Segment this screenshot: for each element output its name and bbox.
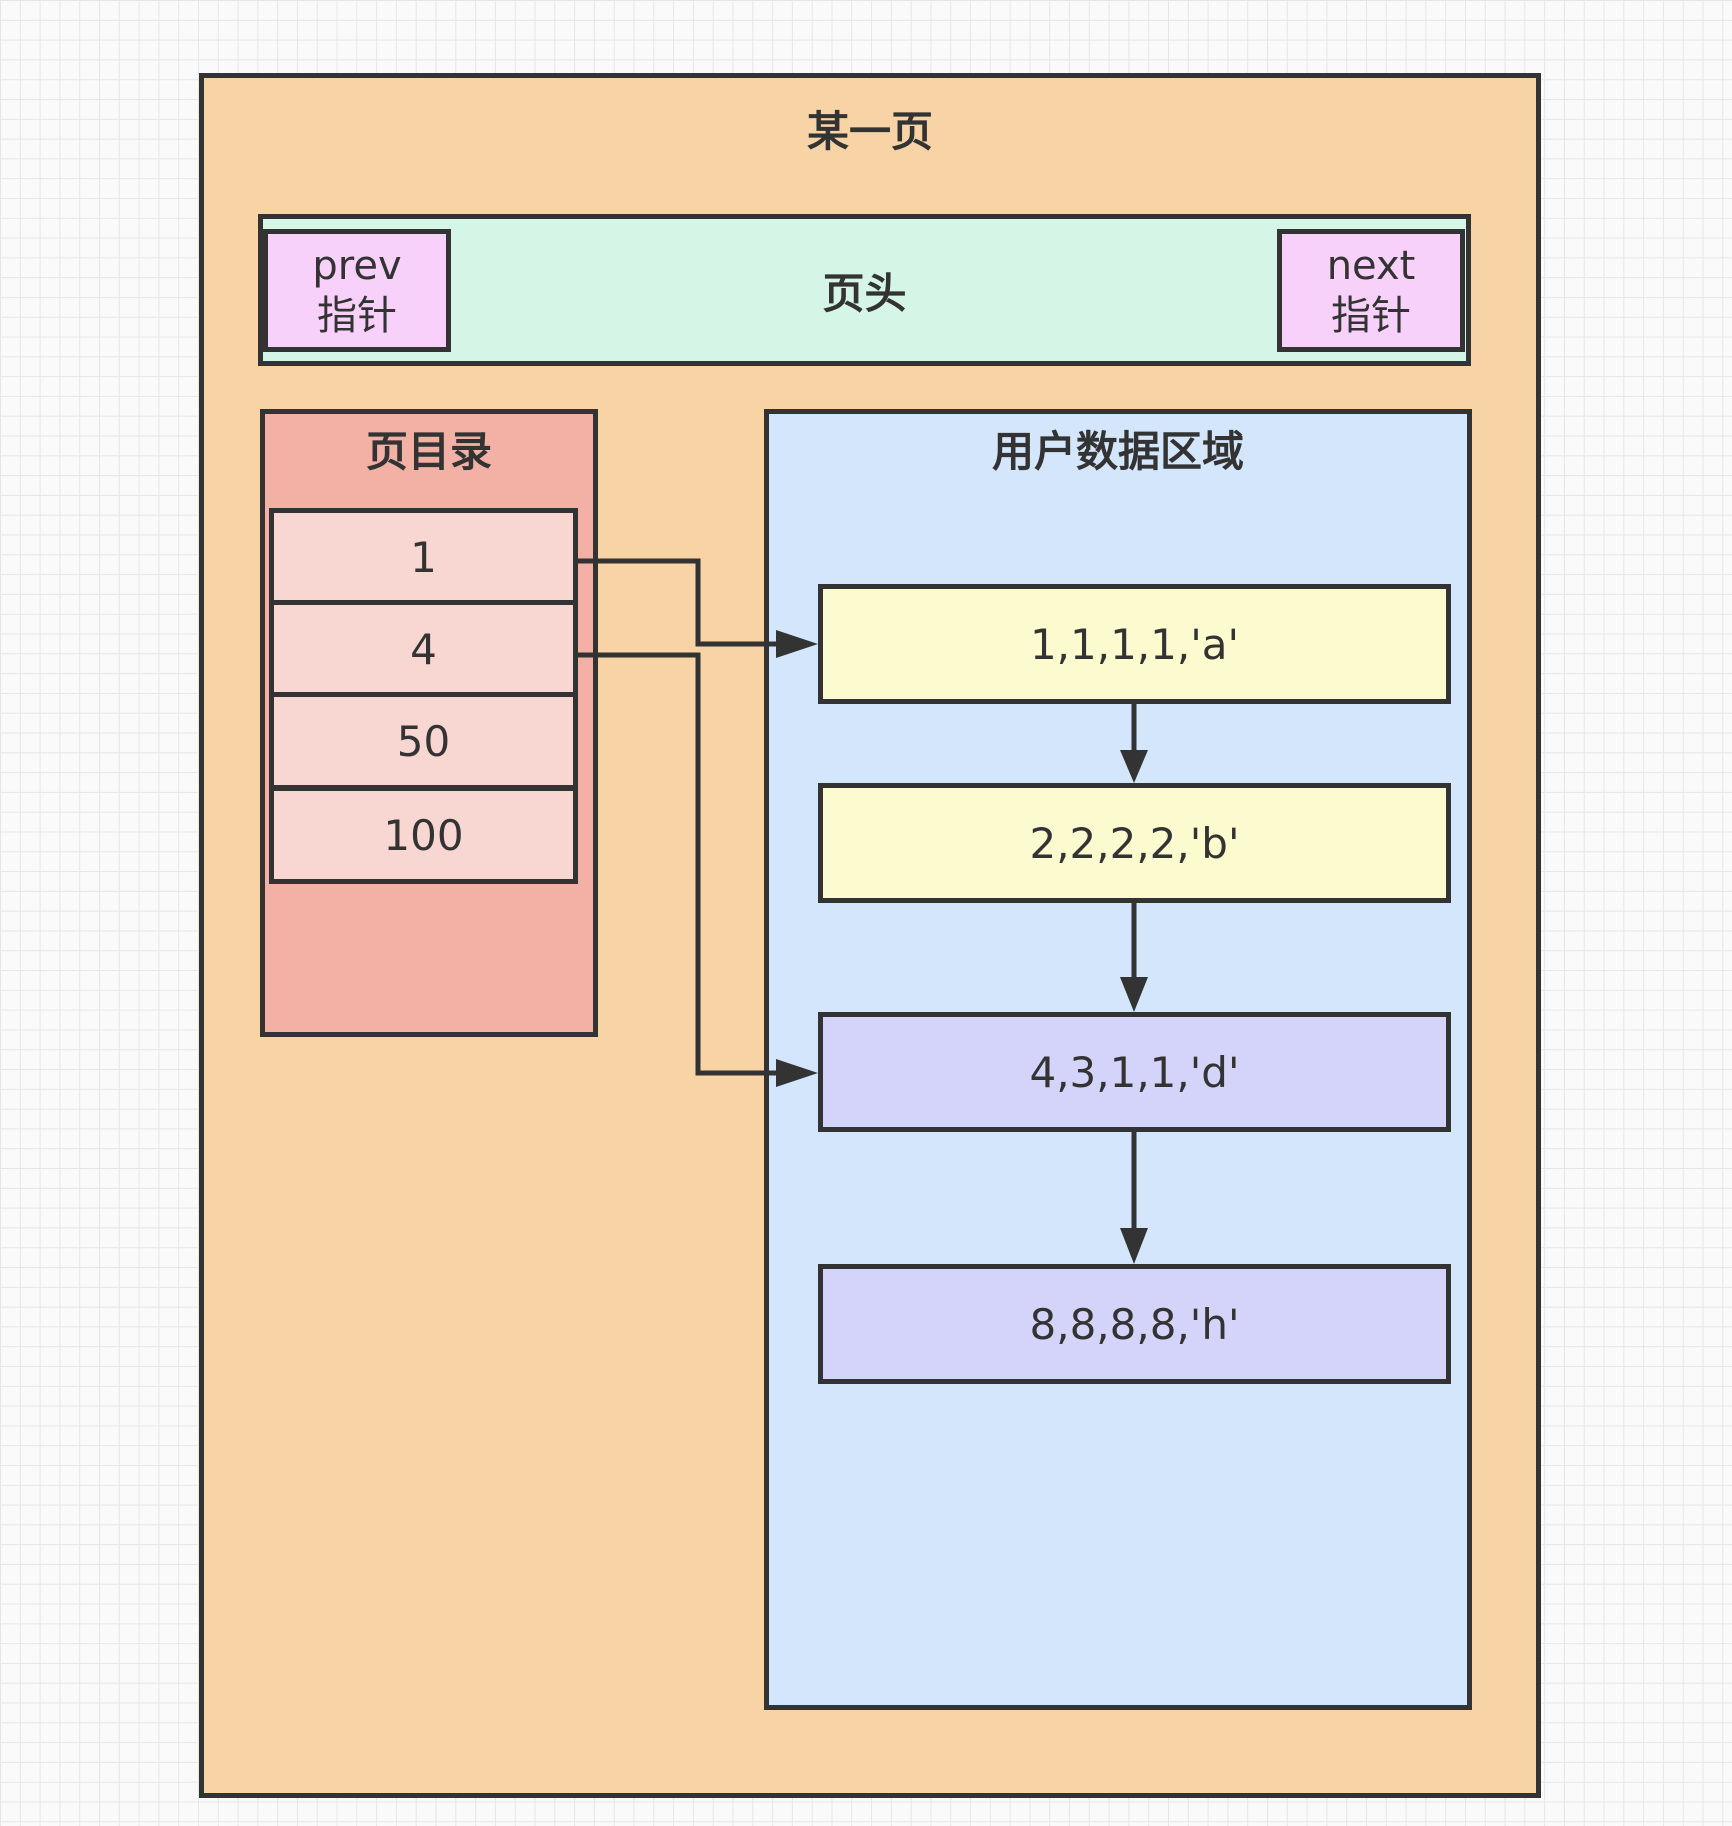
directory-slot: 50 xyxy=(269,692,578,790)
page-directory-title: 页目录 xyxy=(365,427,492,476)
next-pointer-line1: next xyxy=(1326,242,1416,289)
page-header: 页头 xyxy=(258,214,1471,366)
directory-slot: 4 xyxy=(269,600,578,698)
record-row: 1,1,1,1,'a' xyxy=(818,584,1451,704)
record-row: 2,2,2,2,'b' xyxy=(818,783,1451,903)
user-data-title: 用户数据区域 xyxy=(991,427,1244,476)
page-title: 某一页 xyxy=(806,107,933,156)
directory-slot: 100 xyxy=(269,786,578,884)
record-row: 8,8,8,8,'h' xyxy=(818,1264,1451,1384)
directory-slot: 1 xyxy=(269,508,578,606)
next-pointer-line2: 指针 xyxy=(1331,292,1411,339)
prev-pointer-line2: 指针 xyxy=(317,292,397,339)
next-pointer: next 指针 xyxy=(1277,229,1465,352)
prev-pointer-line1: prev xyxy=(312,242,402,289)
page-header-label: 页头 xyxy=(822,268,907,318)
record-row: 4,3,1,1,'d' xyxy=(818,1012,1451,1132)
prev-pointer: prev 指针 xyxy=(263,229,451,352)
